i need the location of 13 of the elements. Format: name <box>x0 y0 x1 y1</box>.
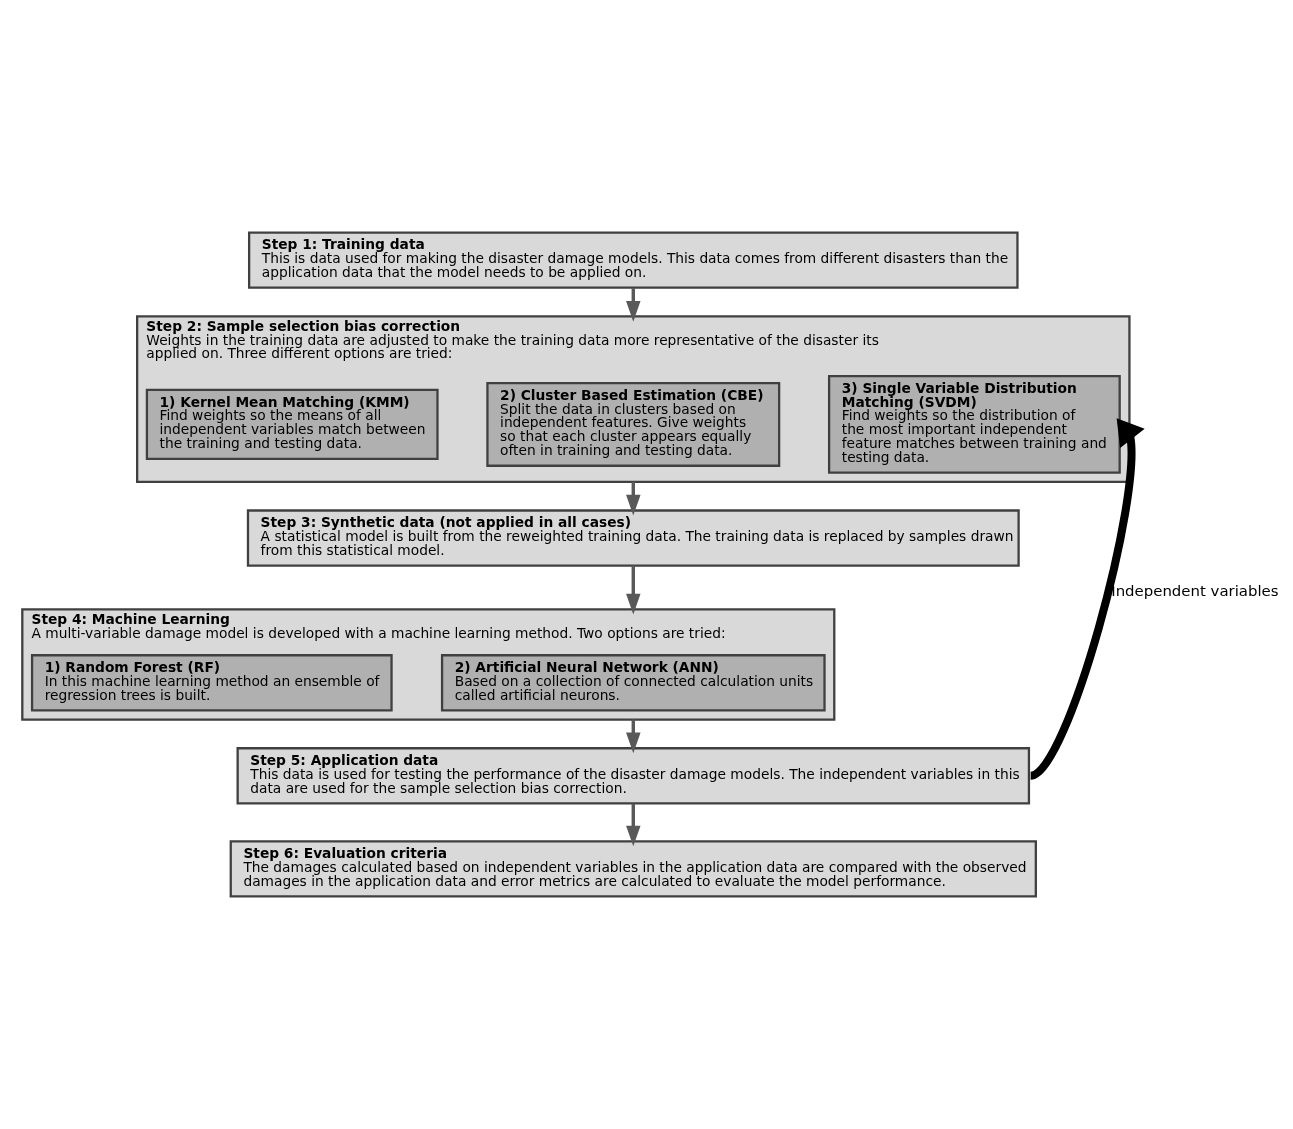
node-box: Step 1: Training data This is data used for making the disaster damage models. This data comes from different disasters than the application data that the model needs to be applied on. <box>248 231 1019 289</box>
node-box: 2) Artificial Neural Network (ANN) Based on a collection of connected calculation units called artificial neurons. <box>440 654 826 712</box>
node-box: 3) Single Variable Distribution Matching (SVDM) Find weights so the distribution of the most important independent feature matches between training and testing data. <box>827 375 1121 474</box>
node-box: Step 5: Application data This data is used for testing the performance of the disaster damage models. The independent variables in this data are used for the sample selection bias correction. <box>236 747 1031 805</box>
edge-label: Independent variables <box>1111 581 1279 600</box>
node-box: Step 3: Synthetic data (not applied in all cases) A statistical model is built from the reweighted training data. The training data is replaced by samples drawn from this statistical model. <box>246 509 1020 567</box>
node-box: 1) Random Forest (RF) In this machine learning method an ensemble of regression trees is built. <box>30 654 393 712</box>
arrow <box>1028 418 1145 780</box>
arrow <box>626 565 641 615</box>
arrow <box>626 803 641 847</box>
node-box: Step 6: Evaluation criteria The damages calculated based on independent variables in the application data are compared with the observed damages in the application data and error metrics are calculated to evaluate the model performance. <box>229 840 1037 898</box>
node-box: 1) Kernel Mean Matching (KMM) Find weights so the means of all independent variables match between the training and testing data. <box>145 388 439 460</box>
node-box: 2) Cluster Based Estimation (CBE) Split the data in clusters based on independent features. Give weights so that each cluster appears equally often in training and testing data. <box>486 381 781 467</box>
